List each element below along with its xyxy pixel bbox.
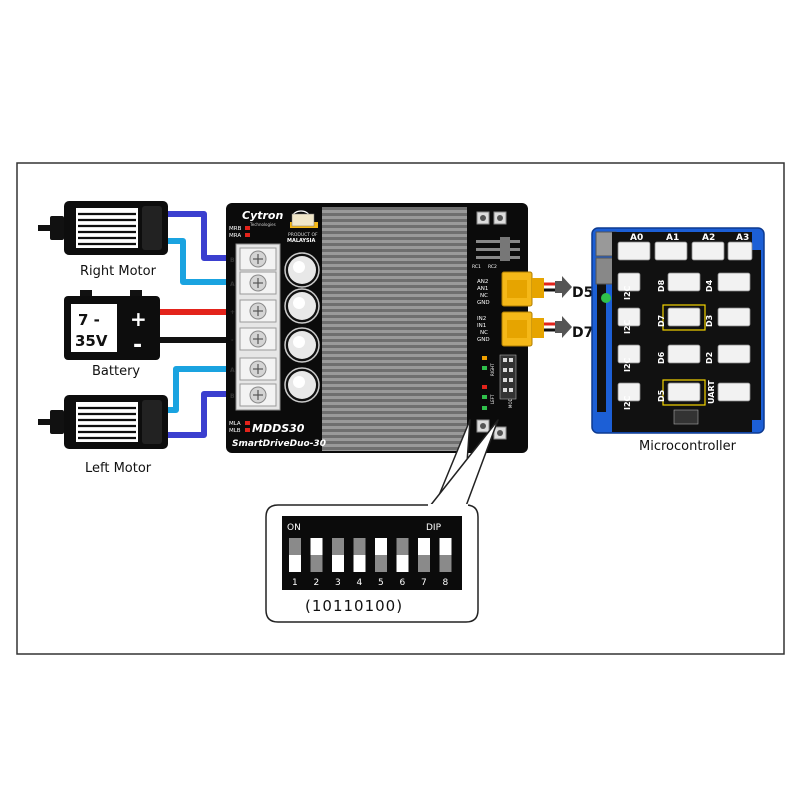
driver-connector-2 bbox=[501, 311, 544, 347]
label-mrb: MRB bbox=[229, 226, 242, 232]
capacitors bbox=[284, 252, 320, 403]
dip-number-2: 2 bbox=[314, 578, 320, 588]
dip-switch-5 bbox=[375, 538, 387, 572]
wire-left-motor-cyan bbox=[168, 366, 238, 413]
left-motor bbox=[38, 395, 168, 449]
dip-label: DIP bbox=[426, 523, 442, 533]
battery-minus-sign: - bbox=[133, 333, 142, 358]
dip-number-3: 3 bbox=[335, 578, 341, 588]
microcontroller-shield: A0 A1 A2 A3 I2C D8 D4 I2C D7 D3 I2C D6 D… bbox=[591, 227, 765, 434]
port-row2-a: I2C bbox=[623, 319, 632, 334]
dip-switches bbox=[289, 538, 452, 572]
wire-left-motor-blue bbox=[168, 391, 238, 438]
dip-numbers: 1 2 3 4 5 6 7 8 bbox=[292, 578, 449, 588]
port-row3-c: D2 bbox=[705, 352, 714, 364]
arrow-d5-icon bbox=[555, 276, 572, 298]
board-leds bbox=[482, 356, 487, 410]
label-d7: D7 bbox=[572, 325, 593, 341]
input2-pin-nc: NC bbox=[480, 330, 488, 336]
label-rc2: RC2 bbox=[488, 264, 497, 270]
dip-number-5: 5 bbox=[378, 578, 384, 588]
dip-switch-7 bbox=[418, 538, 430, 572]
input1-pin-an2: AN2 bbox=[477, 279, 488, 285]
port-row4-c: UART bbox=[707, 380, 716, 404]
port-row2-b: D7 bbox=[657, 315, 666, 327]
board-dip-switch bbox=[499, 354, 517, 400]
dip-switch-6 bbox=[396, 538, 409, 572]
label-d5: D5 bbox=[572, 285, 593, 301]
battery-voltage-line1: 7 - bbox=[78, 311, 100, 329]
terminal-label-2: A bbox=[230, 281, 235, 288]
port-row1-b: D8 bbox=[657, 279, 666, 292]
driver-brand-sub: Technologies bbox=[249, 222, 276, 227]
terminal-label-6: B bbox=[230, 393, 235, 400]
dip-switch-2 bbox=[310, 538, 323, 572]
label-microcontroller: Microcontroller bbox=[639, 439, 737, 454]
arrow-d7-icon bbox=[555, 316, 572, 338]
label-mra: MRA bbox=[229, 233, 241, 239]
driver-model-full: SmartDriveDuo-30 bbox=[232, 439, 326, 449]
wire-right-motor-cyan bbox=[168, 238, 238, 285]
label-rc1: RC1 bbox=[472, 264, 481, 270]
signal-cables bbox=[544, 282, 555, 332]
input1-pin-nc: NC bbox=[480, 293, 488, 299]
grove-ports bbox=[617, 241, 753, 402]
port-row2-c: D3 bbox=[705, 315, 714, 327]
dip-switch-1 bbox=[289, 538, 301, 572]
input1-pin-gnd: GND bbox=[477, 300, 490, 306]
driver-connector-1 bbox=[501, 271, 544, 307]
port-row4-b: D5 bbox=[657, 389, 666, 402]
port-a3: A3 bbox=[736, 233, 749, 243]
label-right-motor: Right Motor bbox=[80, 264, 156, 279]
port-row3-a: I2C bbox=[623, 357, 632, 372]
wire-right-motor-blue bbox=[168, 211, 238, 261]
input1-pin-an1: AN1 bbox=[477, 286, 488, 292]
label-right: RIGHT bbox=[490, 363, 495, 376]
port-a1: A1 bbox=[666, 233, 679, 243]
dip-number-1: 1 bbox=[292, 578, 298, 588]
port-a2: A2 bbox=[702, 233, 715, 243]
driver-model: MDDS30 bbox=[252, 422, 305, 435]
right-motor bbox=[38, 201, 168, 255]
port-row1-a: I2C bbox=[623, 285, 632, 300]
port-row3-b: D6 bbox=[657, 351, 666, 364]
label-left: LEFT bbox=[490, 394, 495, 404]
dip-number-4: 4 bbox=[357, 578, 363, 588]
terminal-screws bbox=[239, 247, 277, 407]
dip-number-8: 8 bbox=[443, 578, 449, 588]
terminal-label-4: - bbox=[231, 337, 234, 344]
label-mlb: MLB bbox=[229, 428, 241, 434]
motor-driver-board: Cytron Technologies PRODUCT OF MALAYSIA … bbox=[226, 203, 544, 453]
label-mla: MLA bbox=[229, 421, 241, 427]
dip-on-label: ON bbox=[287, 523, 301, 533]
terminal-label-1: B bbox=[230, 257, 235, 264]
driver-origin-line1: PRODUCT OF bbox=[288, 232, 318, 238]
label-mode: MODE bbox=[508, 395, 513, 408]
battery-plus-sign: + bbox=[130, 307, 147, 331]
port-row1-c: D4 bbox=[705, 279, 714, 292]
label-left-motor: Left Motor bbox=[85, 461, 152, 476]
dip-switch-4 bbox=[353, 538, 366, 572]
input2-pin-in1: IN1 bbox=[477, 323, 486, 329]
dip-switch-8 bbox=[439, 538, 452, 572]
dip-number-7: 7 bbox=[421, 578, 427, 588]
dip-switch-3 bbox=[332, 538, 344, 572]
input2-pin-in2: IN2 bbox=[477, 316, 486, 322]
input2-pin-gnd: GND bbox=[477, 337, 490, 343]
port-row4-a: I2C bbox=[623, 395, 632, 410]
terminal-label-5: A bbox=[230, 367, 235, 374]
driver-origin-line2: MALAYSIA bbox=[287, 238, 316, 244]
driver-brand: Cytron bbox=[242, 209, 283, 222]
battery: 7 - 35V + - bbox=[64, 290, 160, 360]
terminal-label-3: + bbox=[230, 309, 235, 316]
label-battery: Battery bbox=[92, 364, 141, 379]
wires bbox=[160, 211, 238, 438]
battery-voltage-line2: 35V bbox=[75, 332, 108, 350]
heatsink bbox=[322, 207, 467, 451]
port-a0: A0 bbox=[630, 233, 643, 243]
dip-number-6: 6 bbox=[400, 578, 406, 588]
dip-code: (10110100) bbox=[305, 597, 403, 615]
